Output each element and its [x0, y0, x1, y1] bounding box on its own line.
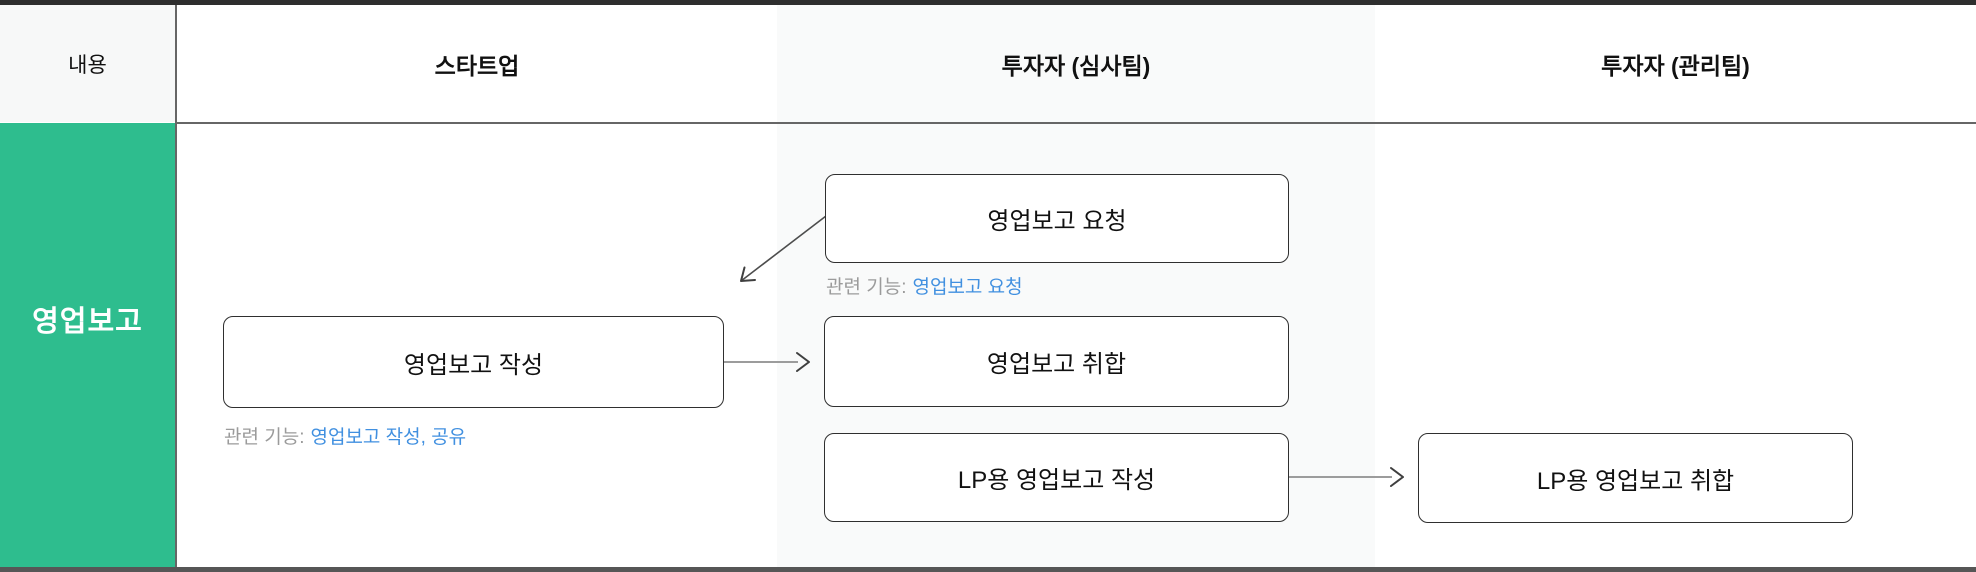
- row-label: 영업보고: [32, 306, 143, 338]
- flow-box-lp-write-label: LP용 영업보고 작성: [957, 467, 1156, 494]
- related-feature-prefix: 관련 기능:: [224, 427, 305, 448]
- header-cell-content: 내용: [0, 5, 175, 122]
- flow-box-request: 영업보고 요청: [825, 174, 1289, 263]
- row-label-cell: 영업보고: [0, 123, 175, 567]
- header-cell-investor-management: 투자자 (관리팀): [1375, 5, 1976, 122]
- related-feature-link-write-share[interactable]: 영업보고 작성, 공유: [310, 427, 467, 448]
- related-feature-caption-write: 관련 기능:영업보고 작성, 공유: [224, 424, 466, 452]
- table-top-border: [0, 0, 1976, 5]
- related-feature-caption-request: 관련 기능:영업보고 요청: [826, 274, 1023, 302]
- related-feature-link-request[interactable]: 영업보고 요청: [912, 277, 1023, 298]
- header-label-startup: 스타트업: [434, 52, 520, 79]
- flow-box-write: 영업보고 작성: [223, 316, 724, 408]
- header-label-investor-review: 투자자 (심사팀): [1001, 52, 1151, 79]
- header-cell-startup: 스타트업: [177, 5, 777, 122]
- header-cell-investor-review: 투자자 (심사팀): [777, 5, 1375, 122]
- header-divider-line: [175, 122, 1976, 124]
- flow-box-lp-write: LP용 영업보고 작성: [824, 433, 1289, 522]
- related-feature-prefix: 관련 기능:: [826, 277, 907, 298]
- flow-box-request-label: 영업보고 요청: [987, 208, 1127, 235]
- header-label-investor-management: 투자자 (관리팀): [1601, 52, 1750, 79]
- flow-box-lp-collect: LP용 영업보고 취합: [1418, 433, 1853, 523]
- table-bottom-border: [0, 567, 1976, 572]
- first-column-divider-line: [175, 5, 177, 567]
- header-label-content: 내용: [68, 53, 107, 77]
- flow-box-lp-collect-label: LP용 영업보고 취합: [1536, 467, 1735, 495]
- flow-box-collect: 영업보고 취합: [824, 316, 1289, 407]
- flow-box-collect-label: 영업보고 취합: [986, 351, 1127, 378]
- flow-box-write-label: 영업보고 작성: [403, 351, 544, 379]
